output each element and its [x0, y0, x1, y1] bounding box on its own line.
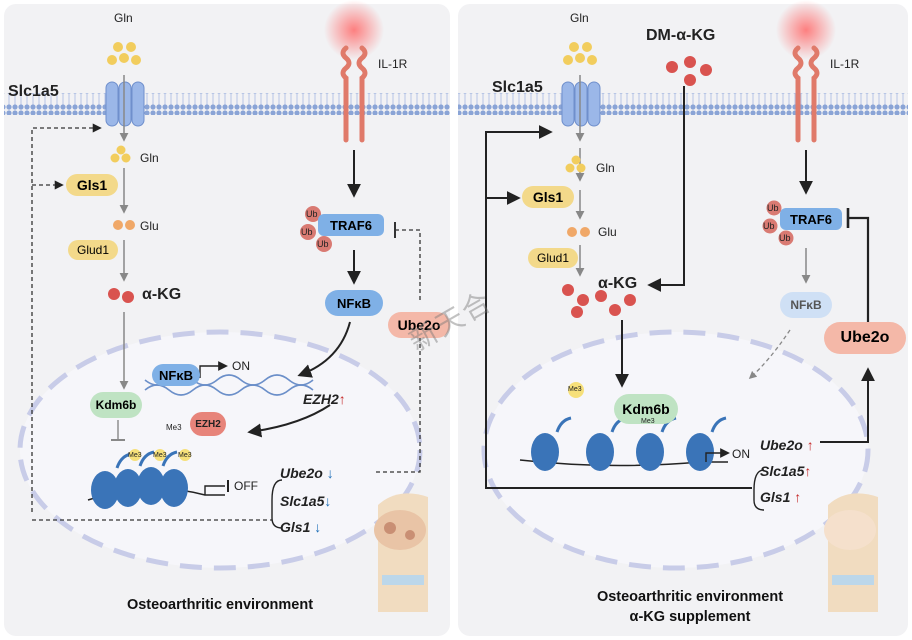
right-glud1-pill: Glud1: [528, 248, 578, 268]
right-gln-in-label: Gln: [596, 161, 615, 175]
left-me3-2: Me3: [153, 452, 167, 459]
right-nucleosomes: [519, 382, 728, 471]
left-nucleus: [17, 329, 423, 571]
right-il1r-label: IL-1R: [830, 57, 860, 71]
left-membrane: [4, 93, 450, 115]
right-ub-dots: [762, 200, 794, 246]
left-ube2o-feedback-up: [376, 328, 425, 473]
left-nfkb-pill: NFκB: [325, 290, 383, 316]
right-gene-slc1a5: Slc1a5↑: [760, 463, 812, 479]
right-il1-glow: [776, 0, 836, 60]
left-gene-gls1: Gls1 ↓: [280, 519, 322, 535]
right-dm-akg-dots: [666, 56, 712, 86]
right-traf6-pill: TRAF6: [780, 208, 842, 230]
right-nfkb-pill: NFκB: [780, 292, 832, 318]
right-ub-1: Ub: [767, 203, 779, 213]
left-me3-free: Me3: [166, 423, 182, 432]
left-gln-top-dots: [107, 42, 141, 65]
left-ub-1: Ub: [306, 209, 318, 219]
right-il1r-receptor: [792, 45, 820, 143]
right-akg-dots: [562, 284, 636, 318]
right-akg-label: α-KG: [598, 275, 638, 292]
left-ube2o-inhibit: [395, 229, 421, 300]
left-ube2o-pill: Ube2o: [388, 312, 450, 338]
right-gln-top-label: Gln: [570, 11, 589, 25]
right-me3-kdm6b: Me3: [641, 418, 655, 425]
right-ub-2: Ub: [763, 221, 775, 231]
right-ube2o-inhibit: [848, 216, 870, 322]
right-footer: Osteoarthritic environment α-KG suppleme…: [530, 588, 850, 627]
right-kdm6b-blob: Kdm6b: [614, 394, 678, 424]
left-ub-2: Ub: [301, 227, 313, 237]
left-gls1-pill: Gls1: [66, 174, 118, 196]
right-footer-line2: α-KG supplement: [629, 608, 751, 625]
right-gln-top-dots: [563, 42, 597, 65]
left-slc1a5-label: Slc1a5: [8, 83, 59, 100]
left-ub-dots: [300, 206, 332, 252]
left-gln-top-label: Gln: [114, 11, 133, 25]
right-glu-label: Glu: [598, 225, 617, 239]
left-slc1a5-transporter: [105, 81, 145, 127]
right-gene-ube2o: Ube2o ↑: [760, 437, 814, 453]
right-slc1a5-label: Slc1a5: [492, 79, 543, 96]
left-nuc-nfkb-pill: NFκB: [152, 364, 200, 386]
left-glu-dots: [113, 220, 135, 230]
right-knee-joint: [824, 493, 878, 612]
left-traf6-pill: TRAF6: [318, 214, 384, 236]
left-kdm6b-blob: Kdm6b: [90, 392, 142, 418]
right-dm-akg-label: DM-α-KG: [646, 27, 716, 44]
left-gln-in-label: Gln: [140, 151, 159, 165]
left-gene-ube2o: Ube2o ↓: [280, 465, 334, 481]
right-feedback-slc1a5: [485, 125, 752, 489]
right-me3-free: Me3: [568, 386, 582, 393]
right-gene-gls1: Gls1 ↑: [760, 489, 802, 505]
left-me3-3: Me3: [178, 452, 192, 459]
right-glu-dots: [567, 227, 590, 237]
left-il1-glow: [324, 0, 384, 60]
left-ub-3: Ub: [317, 239, 329, 249]
left-gene-slc1a5: Slc1a5↓: [280, 493, 332, 509]
left-footer: Osteoarthritic environment: [126, 597, 314, 613]
left-glu-label: Glu: [140, 219, 159, 233]
left-knee-joint: [374, 493, 428, 612]
left-akg-label: α-KG: [142, 286, 182, 303]
left-ezh2-gene: EZH2↑: [303, 391, 346, 407]
left-off-label: OFF: [234, 479, 258, 493]
left-il1r-receptor: [340, 45, 368, 143]
right-slc1a5-transporter: [561, 81, 601, 127]
left-ezh2-blob: EZH2: [190, 412, 226, 436]
left-me3-1: Me3: [128, 452, 142, 459]
right-ube2o-pill: Ube2o: [824, 322, 906, 354]
left-akg-dots: [108, 288, 134, 303]
right-gls1-pill: Gls1: [522, 186, 574, 208]
left-on-label: ON: [232, 359, 250, 373]
right-gln-in-dots: [565, 155, 586, 173]
left-feedback-slc1a5: [31, 123, 102, 512]
right-on-label: ON: [732, 447, 750, 461]
right-ub-3: Ub: [779, 233, 791, 243]
right-footer-line1: Osteoarthritic environment: [596, 589, 784, 605]
left-glud1-pill: Glud1: [68, 240, 118, 260]
left-nucleosomes: [87, 449, 225, 509]
left-gln-in-dots: [110, 145, 131, 163]
left-il1r-label: IL-1R: [378, 57, 408, 71]
